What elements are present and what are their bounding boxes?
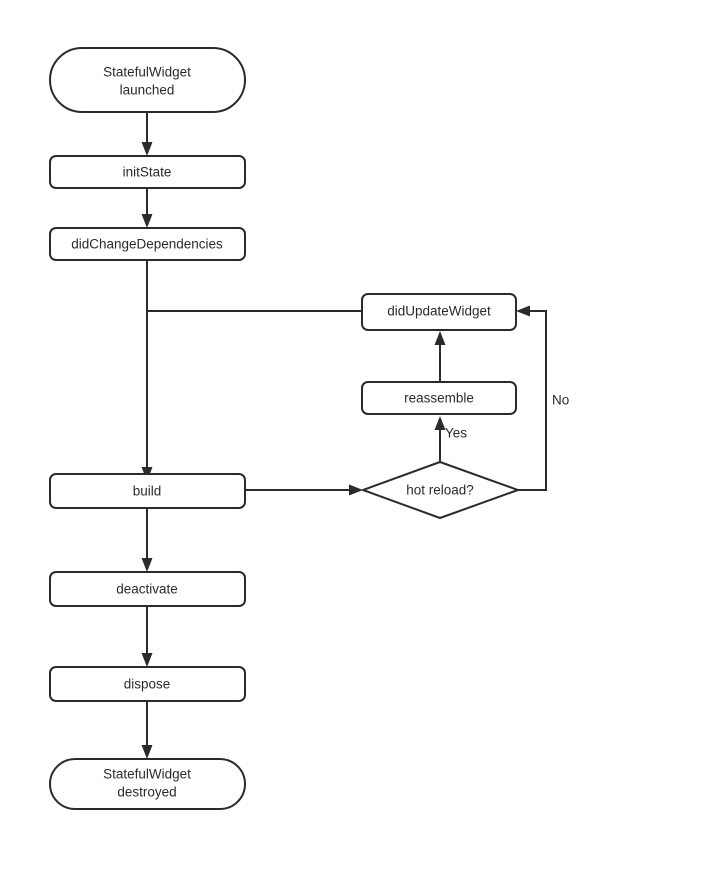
- node-dispose-shape: [49, 666, 246, 702]
- node-init-state-shape: [49, 155, 246, 189]
- edge-reassemble-to-didupdatewidget: [434, 331, 446, 382]
- node-deactivate[interactable]: deactivate: [49, 571, 246, 607]
- node-deactivate-label: deactivate: [116, 582, 178, 597]
- node-did-change-dependencies-shape: [49, 227, 246, 261]
- node-start-shape: [49, 47, 246, 113]
- node-dispose[interactable]: dispose: [49, 666, 246, 702]
- node-did-change-dependencies-label: didChangeDependencies: [71, 237, 223, 252]
- node-start[interactable]: StatefulWidget launched: [49, 47, 246, 113]
- node-start-label-line2: launched: [120, 83, 175, 98]
- node-hot-reload[interactable]: hot reload?: [360, 460, 521, 520]
- edge-dispose-to-end: [141, 701, 153, 759]
- node-reassemble-label: reassemble: [404, 391, 474, 406]
- node-end[interactable]: StatefulWidget destroyed: [49, 758, 246, 810]
- edge-didchangedependencies-trunk: [141, 260, 153, 481]
- node-did-update-widget[interactable]: didUpdateWidget: [361, 293, 517, 331]
- node-did-update-widget-label: didUpdateWidget: [387, 304, 491, 319]
- node-end-label-line1: StatefulWidget: [103, 767, 191, 782]
- node-hot-reload-shape: [360, 460, 521, 520]
- node-start-label-line1: StatefulWidget: [103, 65, 191, 80]
- edge-build-to-deactivate: [141, 508, 153, 572]
- edge-hotreload-no-to-didupdatewidget: [516, 305, 547, 491]
- node-end-shape: [49, 758, 246, 810]
- edge-label-yes: Yes: [445, 426, 467, 441]
- edge-label-no: No: [552, 393, 569, 408]
- node-build[interactable]: build: [49, 473, 246, 509]
- node-build-label: build: [133, 484, 162, 499]
- edge-start-to-initstate: [141, 112, 153, 156]
- node-hot-reload-label: hot reload?: [406, 483, 474, 498]
- node-dispose-label: dispose: [124, 677, 171, 692]
- edge-initstate-to-didchangedependencies: [141, 188, 153, 228]
- node-deactivate-shape: [49, 571, 246, 607]
- node-did-change-dependencies[interactable]: didChangeDependencies: [49, 227, 246, 261]
- node-init-state-label: initState: [123, 165, 172, 180]
- edge-build-to-hotreload: [245, 484, 363, 496]
- node-reassemble-shape: [361, 381, 517, 415]
- node-reassemble[interactable]: reassemble: [361, 381, 517, 415]
- edge-hotreload-yes-to-reassemble: [434, 416, 446, 466]
- node-init-state[interactable]: initState: [49, 155, 246, 189]
- node-build-shape: [49, 473, 246, 509]
- node-end-label-line2: destroyed: [117, 785, 176, 800]
- edge-deactivate-to-dispose: [141, 606, 153, 667]
- node-did-update-widget-shape: [361, 293, 517, 331]
